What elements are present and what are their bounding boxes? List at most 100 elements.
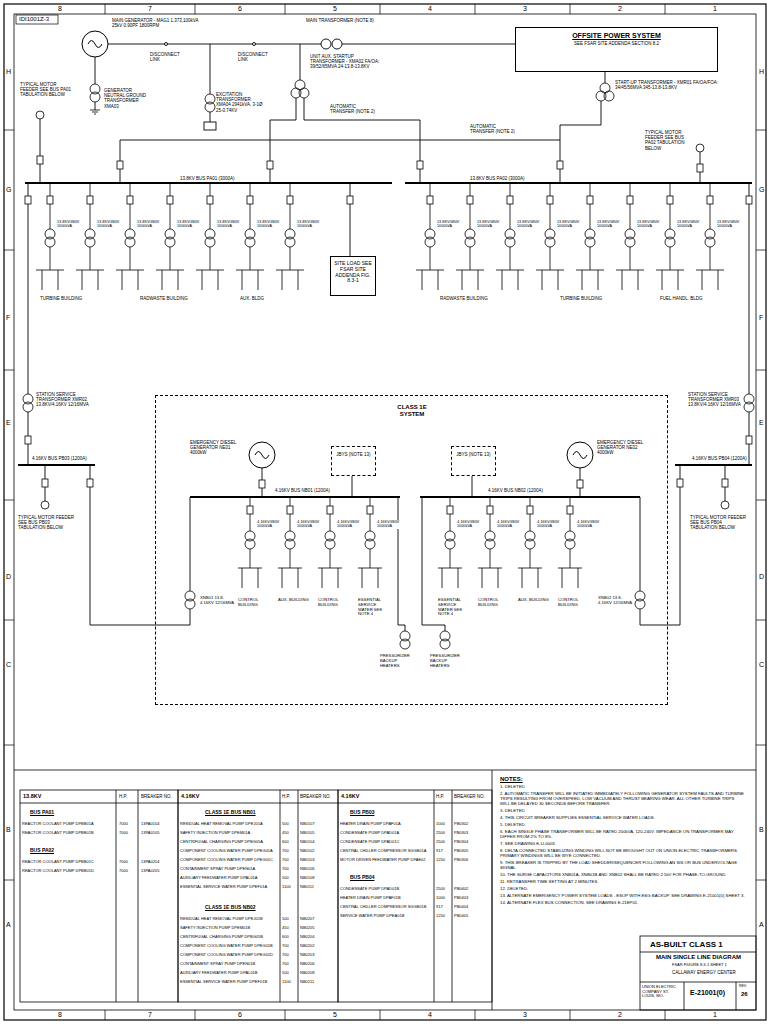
note-text: 8. DELTA CONNECTED STABILIZING WINDING W…: [500, 849, 745, 859]
table-cell: PB0403: [454, 896, 468, 901]
label-text: DISCONNECT LINK: [238, 52, 270, 62]
grid-number: 2: [618, 5, 622, 13]
table-header: H.P.: [282, 794, 290, 799]
table-cell: SAFETY INJECTION PUMP DPEM01B: [180, 926, 250, 931]
table-header: 4.16KV: [341, 793, 359, 799]
grid-number: 2: [618, 1011, 622, 1019]
wire-symbol: [205, 94, 215, 112]
wire-symbol: [210, 44, 211, 122]
label-text: PRESSURIZER BACKUP HEATERS: [430, 654, 460, 668]
wire-symbol: [640, 936, 756, 1010]
wire-symbol: [14, 770, 756, 1010]
table-cell: PB0402: [454, 887, 468, 892]
table-header: BREAKER NO.: [454, 794, 485, 799]
table-cell: PB0306: [454, 858, 468, 863]
table-cell: 700: [282, 962, 289, 967]
grid-letter: H: [759, 68, 764, 76]
wire-symbol: [40, 119, 700, 183]
grid-letter: G: [759, 186, 764, 194]
title-text: FSAR FIGURE 8.3-1 SHEET 1: [672, 963, 727, 968]
wire-symbol: [744, 394, 754, 412]
table-cell: 7000: [119, 831, 128, 836]
grid-number: 5: [333, 1011, 337, 1019]
table-cell: 500: [282, 822, 289, 827]
grid-number: 4: [428, 1011, 432, 1019]
wire-symbol: [635, 591, 645, 609]
wire-symbol: [196, 183, 224, 290]
wire-symbol: [238, 497, 262, 588]
grid-letter: D: [6, 573, 11, 581]
wire-symbol: [249, 442, 275, 468]
table-cell: 2500: [436, 831, 445, 836]
sheet-frame: [4, 4, 766, 1020]
transformer-rating: 4.16KV/480V 1000kVA: [257, 520, 284, 529]
table-cell: PB0404: [454, 905, 468, 910]
building-label: AUX. BLDG: [240, 296, 264, 301]
wire-symbol: [76, 183, 104, 290]
wire-symbol: [185, 591, 195, 609]
wire-symbol: [478, 497, 502, 588]
grid-letter: C: [6, 661, 11, 669]
table-group: BUS PA02: [30, 848, 54, 854]
label-text: XNB01 13.8-4.16KV 12/16MVA: [200, 596, 236, 606]
wire-symbol: [178, 790, 338, 1002]
wire-symbol: [696, 183, 724, 290]
transformer-rating: 13.8KV/480V 1000kVA: [177, 220, 204, 229]
wire-symbol: [350, 183, 351, 256]
table-cell: 13PA0205: [141, 869, 159, 874]
grid-letter: D: [759, 573, 764, 581]
load-label: AUX. BUILDING: [278, 598, 312, 603]
table-cell: 500: [282, 917, 289, 922]
grid-number: 7: [148, 5, 152, 13]
table-cell: CENTRAL CHILLER COMPRESSOR SGGB01A: [340, 849, 426, 854]
note-text: 10. THE SURGE CAPACITORS XNB01A, XNB01B …: [500, 873, 745, 878]
wire-symbol: [41, 501, 49, 509]
table-cell: 1100: [282, 885, 291, 890]
table-cell: NB0208: [300, 971, 314, 976]
wire-symbol: [236, 183, 264, 290]
node-text: SITE LOAD SEE FSAR SITE ADDENDA FIG. 8.3…: [331, 257, 375, 284]
load-label: CONTROL BUILDING: [238, 598, 272, 608]
transformer-rating: 13.8KV/480V 1000kVA: [717, 220, 744, 229]
table-cell: NB0211: [300, 980, 314, 985]
transformer-rating: 4.16KV/480V 1000kVA: [497, 520, 524, 529]
table-cell: CENTRIFUGAL CHARGING PUMP DPBG05B: [180, 935, 263, 940]
table-cell: REACTOR COOLANT PUMP DPBB01D: [22, 869, 94, 874]
wire-symbol: [23, 394, 33, 412]
table-group: BUS PA01: [30, 810, 54, 816]
transformer-rating: 4.16KV/480V 1000kVA: [457, 520, 484, 529]
grid-number: 6: [238, 5, 242, 13]
wire-symbol: [204, 122, 216, 130]
grid-letter: F: [6, 314, 10, 322]
table-cell: 700: [282, 858, 289, 863]
table-header: 4.16KV: [181, 793, 199, 799]
table-cell: SAFETY INJECTION PUMP DPEM01A: [180, 831, 250, 836]
transformer-rating: 13.8KV/480V 1000kVA: [257, 220, 284, 229]
transformer-rating: 13.8KV/480V 1000kVA: [217, 220, 244, 229]
table-cell: AUXILIARY FEEDWATER PUMP DPAL01B: [180, 971, 258, 976]
table-cell: 700: [282, 953, 289, 958]
wire-symbol: [358, 497, 382, 588]
label-text: TYPICAL MOTOR FEEDER SEE BUS PA02 TABULA…: [645, 130, 695, 151]
table-cell: NB0105: [300, 831, 314, 836]
wire-symbol: [120, 72, 605, 183]
label-text: XNB02 13.8-4.16KV 12/16MVA: [598, 596, 634, 606]
grid-letter: E: [6, 419, 11, 427]
wire-symbol: [677, 479, 683, 487]
wire-symbol: [18, 464, 752, 466]
wire-symbol: [16, 15, 58, 24]
table-cell: PB0405: [454, 914, 468, 919]
wire-symbol: [90, 84, 100, 102]
load-label: CONTROL BUILDING: [558, 598, 592, 608]
table-cell: 1250: [436, 858, 445, 863]
revision-number: 26: [741, 991, 748, 998]
note-text: 13. ALTERNATE EMERGENCY POWER SYSTEM LOA…: [500, 894, 745, 899]
table-cell: 600: [282, 840, 289, 845]
transformer-rating: 13.8KV/480V 1000kVA: [557, 220, 584, 229]
junction-box: JBYS (NOTE 13): [451, 446, 496, 476]
bus-label: 4.16KV BUS PB03 (1200A): [32, 456, 87, 461]
transformer-rating: 4.16KV/480V 1000kVA: [297, 520, 324, 529]
bus-bar: [18, 183, 752, 497]
grid-number: 1: [713, 1011, 717, 1019]
